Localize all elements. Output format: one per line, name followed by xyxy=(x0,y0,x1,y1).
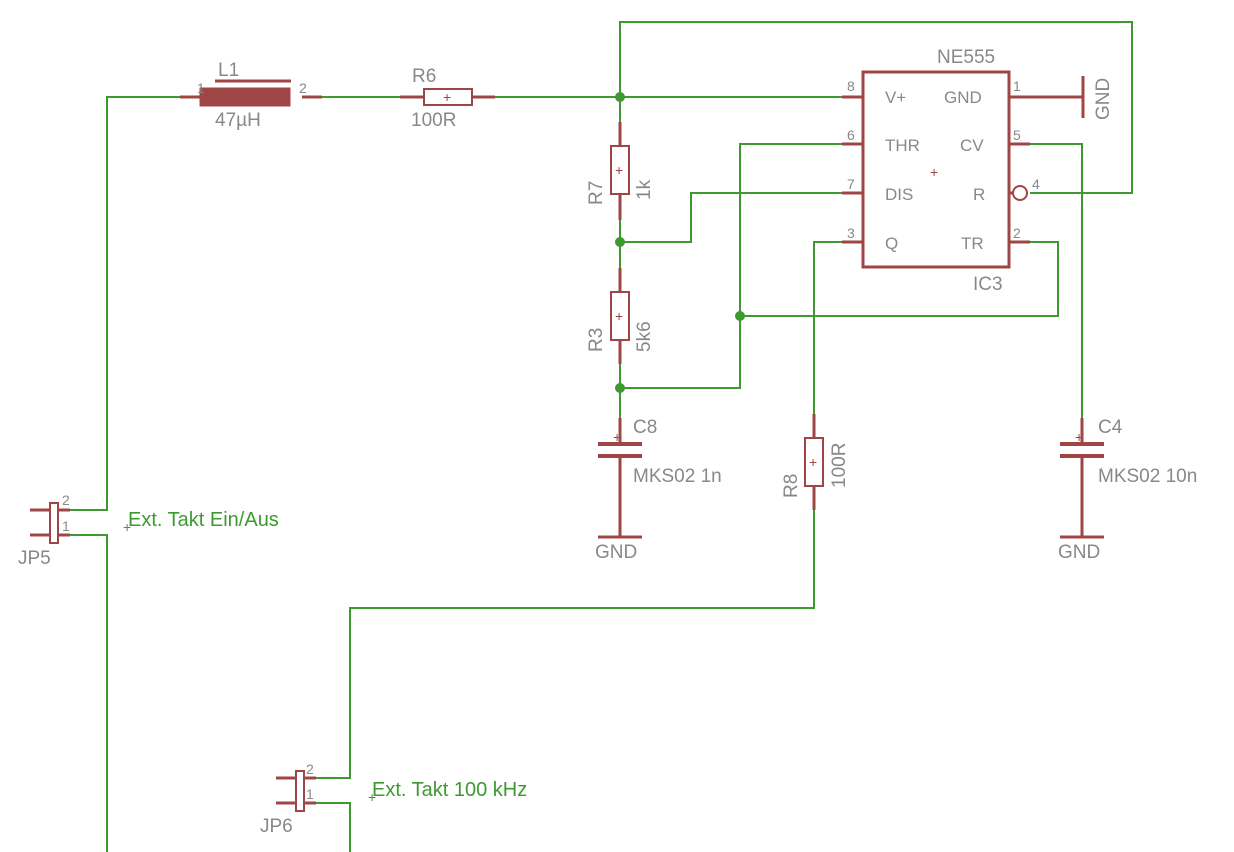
r6-name: R6 xyxy=(412,66,436,87)
jp5-name: JP5 xyxy=(18,548,51,569)
net-label-ext-takt-100khz: Ext. Takt 100 kHz xyxy=(372,779,527,801)
svg-text:+: + xyxy=(930,164,938,180)
wire-tr xyxy=(740,241,1059,317)
svg-text:+: + xyxy=(615,308,623,324)
jumper-body-icon xyxy=(49,502,59,544)
svg-text:+: + xyxy=(123,519,131,535)
junction-thr-tr xyxy=(735,311,745,321)
wires xyxy=(70,21,1133,852)
ground-c4: GND xyxy=(1058,510,1104,563)
l1-name: L1 xyxy=(218,60,239,81)
gnd-label-c4: GND xyxy=(1058,542,1100,563)
wire-r8-to-jp6 xyxy=(316,510,815,779)
ground-c8: GND xyxy=(595,510,642,563)
c4-name: C4 xyxy=(1098,417,1123,438)
junctions xyxy=(615,92,745,393)
pin-num-8: 8 xyxy=(847,78,855,94)
ic-body xyxy=(861,70,1011,269)
c4-value: MKS02 10n xyxy=(1098,466,1197,487)
gnd-label-ic: GND xyxy=(1093,78,1114,120)
r3-name: R3 xyxy=(586,328,607,352)
capacitor-c8[interactable]: + C8 MKS02 1n xyxy=(598,417,722,510)
net-label-ext-takt-ein-aus: Ext. Takt Ein/Aus xyxy=(128,509,279,531)
pin-name-thr: THR xyxy=(885,136,920,155)
wire-dis xyxy=(620,192,842,243)
ground-ic: GND xyxy=(1030,76,1114,120)
pin-num-1: 1 xyxy=(1013,78,1021,94)
l1-pin1: 1 xyxy=(197,80,205,96)
r7-name: R7 xyxy=(586,181,607,205)
r7-value: 1k xyxy=(634,179,655,200)
ic-ne555[interactable]: + NE555 IC3 8 6 7 3 V+ THR DIS Q 1 5 4 2… xyxy=(842,47,1040,295)
r3-value: 5k6 xyxy=(634,321,655,352)
l1-pin2: 2 xyxy=(299,80,307,96)
pin-name-dis: DIS xyxy=(885,185,913,204)
jumper-body-icon xyxy=(295,770,305,812)
wire-q-to-r8 xyxy=(813,241,842,414)
capacitor-c4[interactable]: + C4 MKS02 10n xyxy=(1060,417,1197,510)
junction-vplus xyxy=(615,92,625,102)
wire-jp6-pin1 xyxy=(316,802,351,852)
pin-name-q: Q xyxy=(885,234,898,253)
svg-text:+: + xyxy=(443,89,451,105)
wire-thr xyxy=(620,143,842,389)
resistor-body-icon xyxy=(804,437,824,487)
wire-cv-to-c4 xyxy=(1030,143,1083,418)
pin-name-r: R xyxy=(973,185,985,204)
resistor-r7[interactable]: + R7 1k xyxy=(586,122,655,220)
pin-name-gnd: GND xyxy=(944,88,982,107)
resistor-body-icon xyxy=(423,88,473,106)
svg-text:+: + xyxy=(615,162,623,178)
junction-r7-r3 xyxy=(615,237,625,247)
jp6-pin1: 1 xyxy=(306,786,314,802)
svg-text:+: + xyxy=(1075,429,1083,445)
svg-text:+: + xyxy=(613,429,621,445)
l1-value: 47µH xyxy=(215,110,261,131)
pin-name-vplus: V+ xyxy=(885,88,906,107)
svg-text:+: + xyxy=(809,454,817,470)
pin-num-7: 7 xyxy=(847,176,855,192)
inverting-bubble-icon xyxy=(1012,185,1028,201)
resistor-r6[interactable]: + R6 100R xyxy=(400,66,495,131)
pin-num-3: 3 xyxy=(847,225,855,241)
resistor-body-icon xyxy=(610,291,630,341)
ic-value: NE555 xyxy=(937,47,995,68)
pin-num-5: 5 xyxy=(1013,127,1021,143)
gnd-label-c8: GND xyxy=(595,542,637,563)
junction-r3-c8 xyxy=(615,383,625,393)
pin-name-cv: CV xyxy=(960,136,984,155)
inductor-l1[interactable]: L1 47µH 1 2 xyxy=(180,60,322,131)
svg-text:+: + xyxy=(368,789,376,805)
jumper-jp6[interactable]: 2 1 JP6 + Ext. Takt 100 kHz xyxy=(260,761,527,837)
ic-name: IC3 xyxy=(973,274,1003,295)
resistor-r3[interactable]: + R3 5k6 xyxy=(586,268,655,364)
r6-value: 100R xyxy=(411,110,456,131)
pin-num-4: 4 xyxy=(1032,176,1040,192)
jp5-pin2: 2 xyxy=(62,492,70,508)
inductor-body-icon xyxy=(199,87,291,107)
resistor-r8[interactable]: + R8 100R xyxy=(781,414,850,510)
wire-jp5-to-l1 xyxy=(70,96,180,511)
jp6-pin2: 2 xyxy=(306,761,314,777)
c8-value: MKS02 1n xyxy=(633,466,722,487)
jp6-name: JP6 xyxy=(260,816,293,837)
pin-name-tr: TR xyxy=(961,234,984,253)
pin-num-6: 6 xyxy=(847,127,855,143)
r8-name: R8 xyxy=(781,474,802,498)
c8-name: C8 xyxy=(633,417,657,438)
wire-jp5-pin1 xyxy=(70,534,108,852)
pin-num-2: 2 xyxy=(1013,225,1021,241)
wire-vplus-to-reset xyxy=(619,21,1133,194)
jp5-pin1: 1 xyxy=(62,518,70,534)
jumper-jp5[interactable]: 2 1 JP5 + Ext. Takt Ein/Aus xyxy=(18,492,279,569)
r8-value: 100R xyxy=(829,443,850,488)
resistor-body-icon xyxy=(610,145,630,195)
